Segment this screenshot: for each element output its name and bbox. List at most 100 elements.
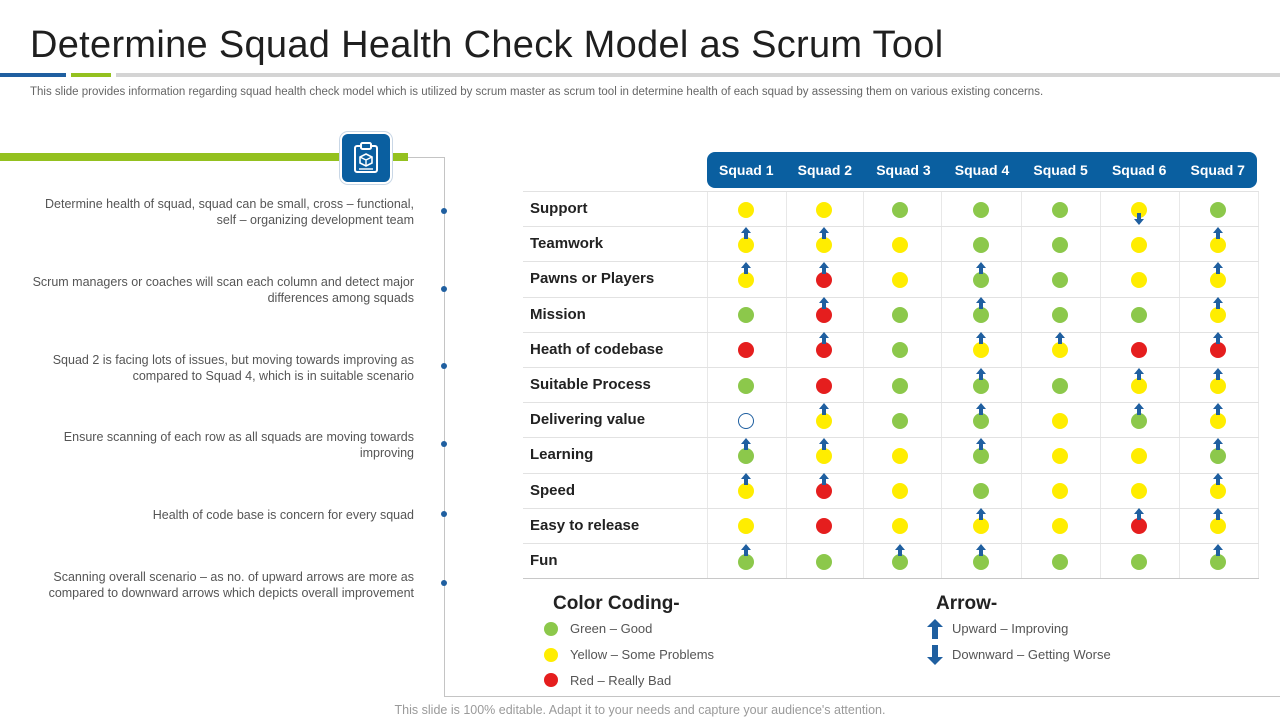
health-cell bbox=[1198, 262, 1238, 296]
status-circle bbox=[1210, 413, 1226, 429]
health-cell bbox=[880, 508, 920, 542]
arrow-up-icon bbox=[976, 438, 986, 450]
grid-row-divider bbox=[523, 402, 1259, 403]
health-cell bbox=[1040, 297, 1080, 331]
legend-red-label: Red – Really Bad bbox=[570, 673, 672, 688]
status-circle bbox=[1210, 307, 1226, 323]
legend-red-dot bbox=[544, 673, 558, 687]
grid-column-divider bbox=[1179, 191, 1180, 578]
squad-header-6: Squad 6 bbox=[1111, 162, 1167, 178]
status-circle bbox=[1210, 237, 1226, 253]
status-circle bbox=[1131, 554, 1147, 570]
health-cell bbox=[961, 473, 1001, 507]
arrow-up-icon bbox=[1213, 297, 1223, 309]
timeline-dot bbox=[441, 286, 447, 292]
color-coding-heading: Color Coding- bbox=[553, 593, 680, 614]
arrow-up-icon bbox=[1213, 438, 1223, 450]
row-label: Teamwork bbox=[530, 235, 604, 252]
grid-row-divider bbox=[523, 508, 1259, 509]
health-cell bbox=[726, 544, 766, 578]
status-circle bbox=[1210, 202, 1226, 218]
status-circle bbox=[973, 378, 989, 394]
status-circle bbox=[973, 342, 989, 358]
health-cell bbox=[726, 508, 766, 542]
health-cell bbox=[961, 192, 1001, 226]
health-cell bbox=[1119, 192, 1159, 226]
arrow-up-icon bbox=[1213, 508, 1223, 520]
arrow-up-icon bbox=[895, 544, 905, 556]
status-circle bbox=[1052, 342, 1068, 358]
status-circle bbox=[973, 202, 989, 218]
timeline-dot bbox=[441, 511, 447, 517]
arrow-up-icon bbox=[819, 297, 829, 309]
status-circle bbox=[738, 554, 754, 570]
health-cell bbox=[1040, 438, 1080, 472]
status-circle bbox=[892, 342, 908, 358]
status-circle bbox=[816, 518, 832, 534]
arrow-up-icon bbox=[741, 438, 751, 450]
status-circle bbox=[738, 342, 754, 358]
row-label: Fun bbox=[530, 552, 558, 569]
status-circle bbox=[816, 272, 832, 288]
arrow-up-icon bbox=[1213, 544, 1223, 556]
status-circle bbox=[892, 448, 908, 464]
status-circle bbox=[1131, 202, 1147, 218]
row-label: Suitable Process bbox=[530, 376, 651, 393]
health-cell bbox=[961, 544, 1001, 578]
health-cell bbox=[726, 332, 766, 366]
legend-green-dot bbox=[544, 622, 558, 636]
status-circle bbox=[1052, 272, 1068, 288]
squad-header: Squad 1 Squad 2 Squad 3 Squad 4 Squad 5 … bbox=[707, 152, 1257, 188]
arrow-up-icon bbox=[1134, 508, 1144, 520]
point-5: Health of code base is concern for every… bbox=[152, 508, 414, 522]
grid-row-divider bbox=[523, 297, 1259, 298]
timeline-dot bbox=[441, 441, 447, 447]
status-circle bbox=[1131, 483, 1147, 499]
status-circle bbox=[1131, 272, 1147, 288]
footer-note: This slide is 100% editable. Adapt it to… bbox=[394, 703, 886, 717]
status-circle bbox=[1210, 483, 1226, 499]
arrow-up-icon bbox=[819, 473, 829, 485]
row-label: Delivering value bbox=[530, 411, 646, 428]
status-circle bbox=[973, 448, 989, 464]
status-circle bbox=[892, 413, 908, 429]
arrow-up-icon bbox=[819, 403, 829, 415]
arrow-up-icon bbox=[1213, 368, 1223, 380]
arrow-up-icon bbox=[976, 544, 986, 556]
status-circle bbox=[892, 518, 908, 534]
health-cell bbox=[1119, 332, 1159, 366]
health-cell bbox=[804, 227, 844, 261]
health-cell bbox=[726, 297, 766, 331]
status-circle bbox=[973, 483, 989, 499]
health-cell bbox=[961, 332, 1001, 366]
health-cell bbox=[961, 508, 1001, 542]
page-title: Determine Squad Health Check Model as Sc… bbox=[30, 24, 944, 66]
arrow-up-icon bbox=[1134, 368, 1144, 380]
arrow-up-icon bbox=[1134, 403, 1144, 415]
health-cell bbox=[1119, 262, 1159, 296]
legend-green-label: Green – Good bbox=[570, 621, 653, 636]
status-circle bbox=[738, 518, 754, 534]
arrow-up-icon bbox=[976, 297, 986, 309]
arrow-up-icon bbox=[819, 262, 829, 274]
grid-row-divider bbox=[523, 226, 1259, 227]
status-circle bbox=[816, 554, 832, 570]
clipboard-box-icon bbox=[342, 134, 390, 182]
arrow-up-icon bbox=[976, 368, 986, 380]
status-circle bbox=[816, 483, 832, 499]
legend-yellow-dot bbox=[544, 648, 558, 662]
status-circle bbox=[738, 378, 754, 394]
health-cell bbox=[804, 544, 844, 578]
health-cell bbox=[961, 262, 1001, 296]
health-cell bbox=[880, 262, 920, 296]
connector-line bbox=[408, 157, 445, 158]
row-label: Speed bbox=[530, 482, 576, 499]
point-3: Squad 2 is facing lots of issues, but mo… bbox=[52, 353, 414, 383]
status-circle bbox=[1052, 554, 1068, 570]
health-cell bbox=[1198, 297, 1238, 331]
status-circle bbox=[816, 342, 832, 358]
grid-column-divider bbox=[1100, 191, 1101, 578]
grid-column-divider bbox=[707, 191, 708, 578]
grid-row-divider bbox=[523, 367, 1259, 368]
status-circle bbox=[892, 237, 908, 253]
